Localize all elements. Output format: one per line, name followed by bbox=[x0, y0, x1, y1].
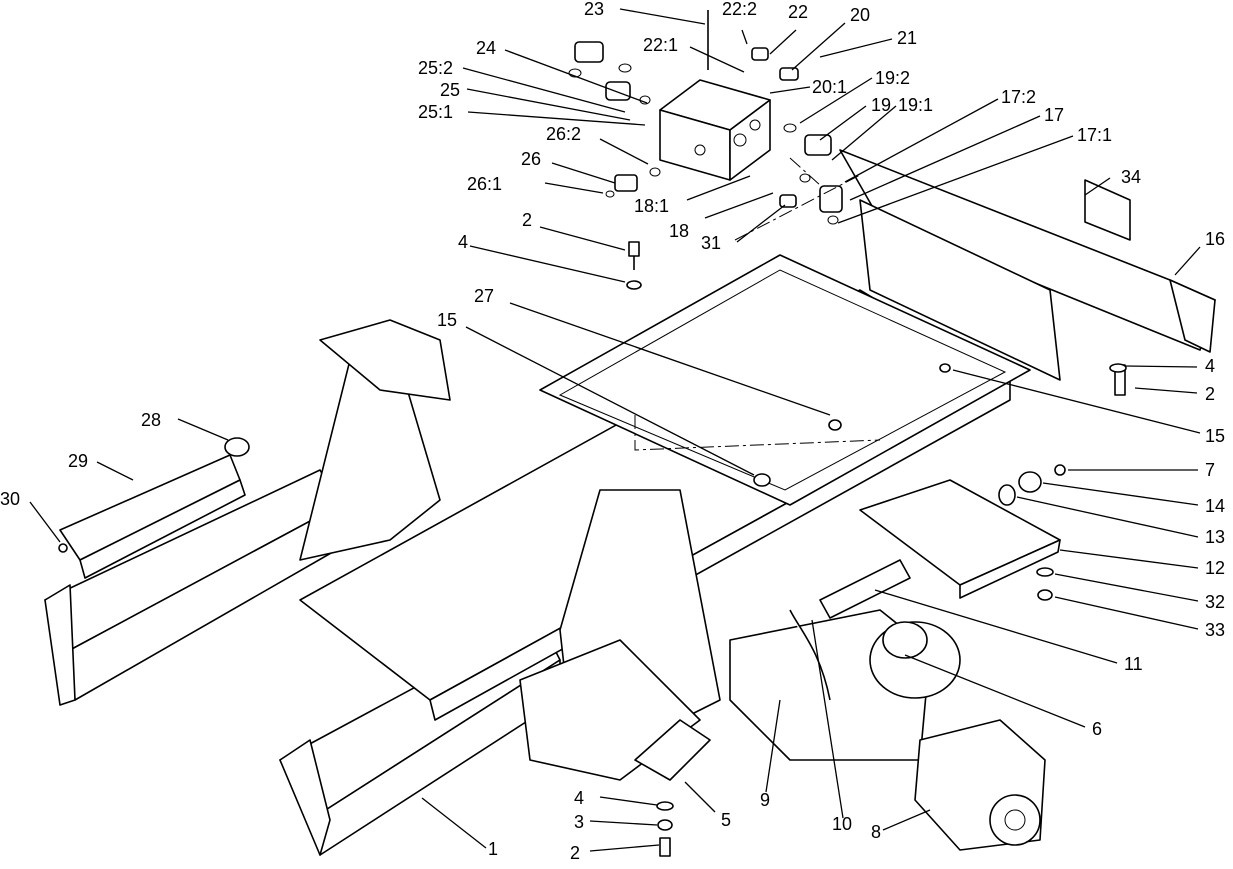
callout-25-1: 25:1 bbox=[418, 102, 453, 122]
callout-1: 1 bbox=[488, 839, 498, 859]
callout-32: 32 bbox=[1205, 592, 1225, 612]
callout-26-2: 26:2 bbox=[546, 124, 581, 144]
callout-19: 19 bbox=[871, 95, 891, 115]
callout-24: 24 bbox=[476, 38, 496, 58]
callout-8: 8 bbox=[871, 822, 881, 842]
callout-25-2: 25:2 bbox=[418, 58, 453, 78]
callout-18-1: 18:1 bbox=[634, 196, 669, 216]
callout-31: 31 bbox=[701, 233, 721, 253]
main-frame bbox=[44, 149, 1216, 856]
callout-2-top: 2 bbox=[522, 210, 532, 230]
callout-6: 6 bbox=[1092, 719, 1102, 739]
callout-4-right: 4 bbox=[1205, 356, 1215, 376]
callout-17-1: 17:1 bbox=[1077, 125, 1112, 145]
valve-assembly bbox=[568, 10, 881, 451]
callout-30: 30 bbox=[0, 489, 20, 509]
callout-17: 17 bbox=[1044, 105, 1064, 125]
callout-22: 22 bbox=[788, 2, 808, 22]
callout-16: 16 bbox=[1205, 229, 1225, 249]
callout-7: 7 bbox=[1205, 460, 1215, 480]
callout-10: 10 bbox=[832, 814, 852, 834]
callout-22-2: 22:2 bbox=[722, 0, 757, 19]
callout-13: 13 bbox=[1205, 527, 1225, 547]
callout-15-left: 15 bbox=[437, 310, 457, 330]
callout-29: 29 bbox=[68, 451, 88, 471]
callout-12: 12 bbox=[1205, 558, 1225, 578]
callout-21: 21 bbox=[897, 28, 917, 48]
callout-19-1: 19:1 bbox=[898, 95, 933, 115]
callout-28: 28 bbox=[141, 410, 161, 430]
leader-lines bbox=[29, 8, 1201, 852]
callout-9: 9 bbox=[760, 790, 770, 810]
callout-17-2: 17:2 bbox=[1001, 87, 1036, 107]
callout-11: 11 bbox=[1124, 654, 1143, 674]
callout-26-1: 26:1 bbox=[467, 174, 502, 194]
callout-2-bottom: 2 bbox=[570, 843, 580, 863]
callout-20-1: 20:1 bbox=[812, 77, 847, 97]
callout-15-right: 15 bbox=[1205, 426, 1225, 446]
callout-20: 20 bbox=[850, 5, 870, 25]
callout-5: 5 bbox=[721, 810, 731, 830]
hardware-items bbox=[58, 241, 1127, 857]
callout-3: 3 bbox=[574, 812, 584, 832]
callout-18: 18 bbox=[669, 221, 689, 241]
callout-34: 34 bbox=[1121, 167, 1141, 187]
callout-25: 25 bbox=[440, 80, 460, 100]
callout-4-bottom: 4 bbox=[574, 788, 584, 808]
callout-33: 33 bbox=[1205, 620, 1225, 640]
callout-4-top: 4 bbox=[458, 232, 468, 252]
callout-23: 23 bbox=[584, 0, 604, 19]
callout-22-1: 22:1 bbox=[643, 35, 678, 55]
callout-14: 14 bbox=[1205, 496, 1225, 516]
callout-27: 27 bbox=[474, 286, 494, 306]
callout-19-2: 19:2 bbox=[875, 68, 910, 88]
callout-26: 26 bbox=[521, 149, 541, 169]
callout-2-right: 2 bbox=[1205, 384, 1215, 404]
